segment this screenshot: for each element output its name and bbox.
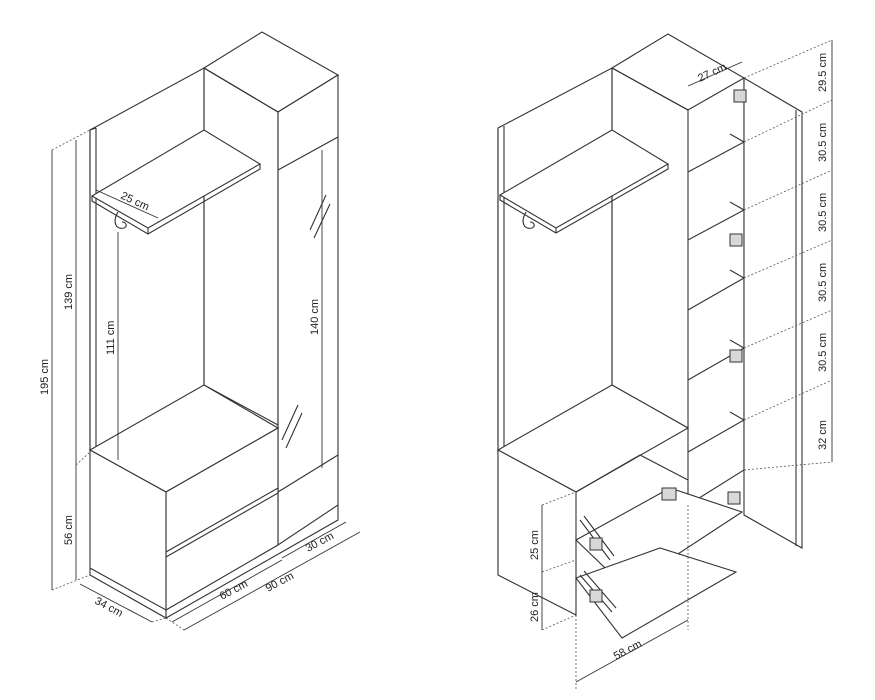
dim-label-shelf-5: 30.5 cm [817,333,829,372]
coat-hook-icon [114,211,127,229]
dim-label-cabinet-width: 30 cm [304,530,336,555]
left-cabinet-side [203,67,279,545]
dim-label-upper-height: 139 cm [63,274,75,310]
left-cabinet-front-divider [277,136,339,493]
right-frame-inner [611,68,689,429]
hinge-icon-1 [733,89,747,103]
dim-line-shelf-depth [95,189,159,219]
right-top-shelf-edge [499,164,669,234]
dim-label-shelf-1: 29.5 cm [817,53,829,92]
dim-label-shelf-3: 30.5 cm [817,193,829,232]
dim-ext-total-height-bottom [51,574,91,591]
cabinet-shelf-3 [687,269,746,311]
left-bench-drawer-line [165,487,279,558]
dim-ext-3 [743,169,833,211]
dim-ext-total-height-top [51,129,91,151]
dim-line-total-width [183,531,361,631]
dim-label-shelf-6: 32 cm [817,420,829,450]
dim-label-total-height: 195 cm [39,359,51,395]
mirror-glint-bottom [281,404,303,449]
lower-drawer-flap [575,547,738,639]
drawer-hinge-icon-3 [589,589,603,603]
dim-label-base-height: 56 cm [63,515,75,545]
hinge-icon-2 [729,233,743,247]
dim-ext-7 [743,461,833,471]
dim-line-cabinet-width [281,521,347,559]
dim-ext-upper-height-mid [75,451,91,466]
dim-label-drawer-2: 26 cm [529,592,541,622]
cabinet-shelf-5 [687,411,746,453]
dim-ext-drawer-bottom [541,614,577,631]
left-frame-side [89,127,97,450]
right-bench-inner [575,454,689,493]
dim-label-drawer-width: 58 cm [612,638,644,663]
dim-label-drawer-1: 25 cm [529,530,541,560]
hinge-icon-3 [729,349,743,363]
left-furniture-closed: 25 cm 195 cm 139 cm 56 cm 111 cm 140 cm … [39,31,361,631]
cabinet-shelf-1 [687,133,746,173]
drawer-hinge-icon-2 [589,537,603,551]
hinge-icon-4 [727,491,741,505]
dim-label-total-width: 90 cm [264,570,296,595]
dim-ext-depth [151,617,167,623]
dim-line-drawer-width [575,619,689,683]
dim-label-shelf-4: 30.5 cm [817,263,829,302]
dim-label-shelf-2: 30.5 cm [817,123,829,162]
left-cabinet-front [277,74,339,547]
right-coat-hook-icon [522,211,535,229]
dim-line-depth [79,583,153,623]
open-door [743,77,803,549]
left-plinth [89,505,339,619]
right-cabinet-back [687,78,745,506]
right-furniture-open: 27 cm 29.5 cm 30.5 cm 30.5 cm 30.5 cm 30… [496,33,833,690]
dim-line-cabinet-depth [687,61,743,87]
left-frame-back-panel [89,67,205,451]
dim-ext-2 [743,99,833,143]
dim-label-seat-width: 60 cm [218,578,250,603]
right-frame-back-panel [497,67,613,451]
left-frame-inner [203,68,279,426]
left-top-shelf-edge [91,164,261,235]
dim-line-seat-width [171,559,283,623]
right-cabinet-side [611,67,689,505]
dim-ext-6 [743,379,833,421]
dim-label-door-height: 140 cm [309,299,321,335]
drawer-hinge-icon-1 [661,487,677,501]
dim-label-hanging-height: 111 cm [105,321,117,355]
